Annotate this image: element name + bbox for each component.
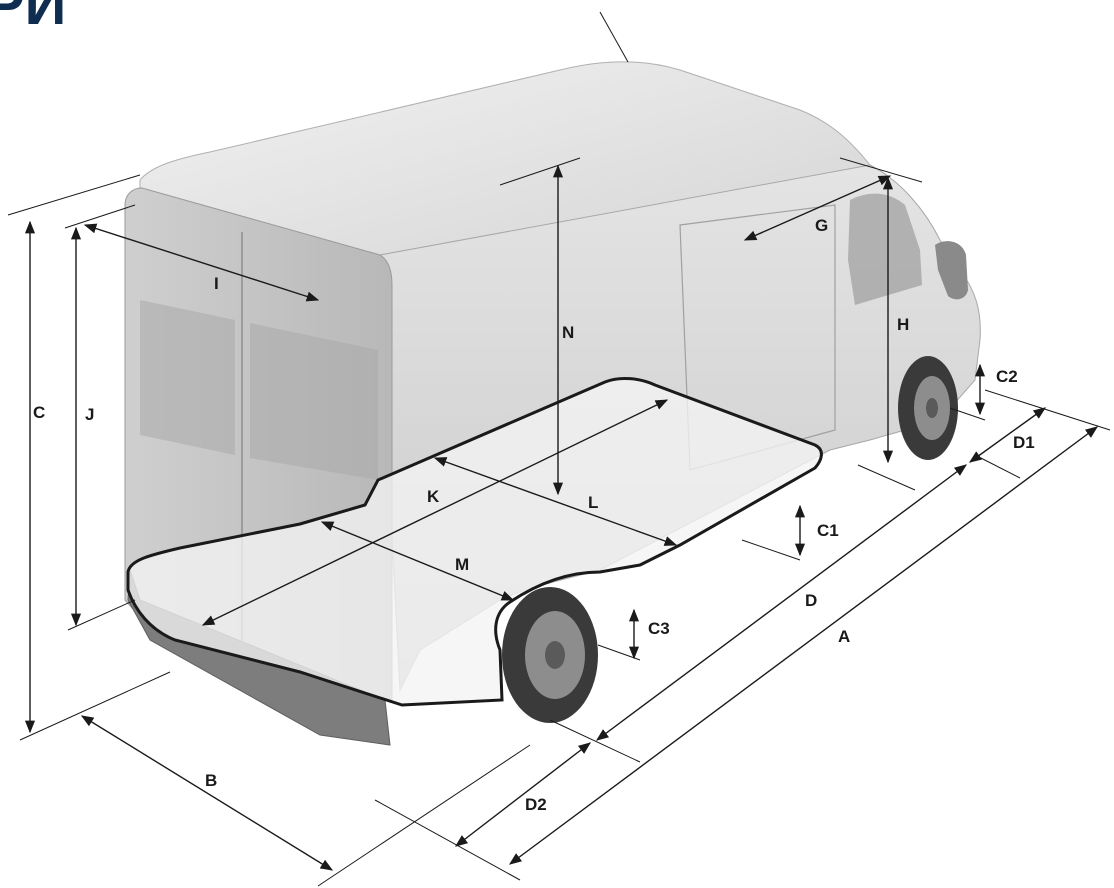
label-N: N	[562, 323, 574, 342]
dim-A-arrow	[508, 426, 1099, 865]
label-M: M	[455, 555, 469, 574]
label-A: A	[838, 627, 850, 646]
dim-B-arrow	[80, 715, 334, 871]
dim-M-arrow	[320, 521, 515, 601]
label-K: K	[427, 487, 440, 506]
label-C1: C1	[817, 521, 839, 540]
dim-I-arrow	[83, 223, 320, 302]
label-H: H	[897, 315, 909, 334]
dim-D2-arrow	[455, 742, 591, 847]
dim-D1-arrow	[968, 407, 1047, 463]
dim-G-arrow	[743, 175, 892, 241]
label-D2: D2	[525, 795, 547, 814]
rear-wheel	[502, 587, 598, 723]
dimension-arrows	[24, 164, 1099, 871]
label-J: J	[85, 405, 94, 424]
dimension-labels: C J I N G H K L M C1 C2 C3 D A D1 D2 B	[33, 216, 1035, 814]
label-B: B	[205, 771, 217, 790]
label-C: C	[33, 403, 45, 422]
label-C3: C3	[648, 619, 670, 638]
front-wheel	[898, 356, 958, 460]
label-C2: C2	[996, 367, 1018, 386]
label-I: I	[214, 274, 219, 293]
label-G: G	[815, 216, 828, 235]
brand-logo: РИ	[0, 0, 66, 37]
label-L: L	[588, 493, 598, 512]
label-D1: D1	[1013, 433, 1035, 452]
label-D: D	[805, 591, 817, 610]
